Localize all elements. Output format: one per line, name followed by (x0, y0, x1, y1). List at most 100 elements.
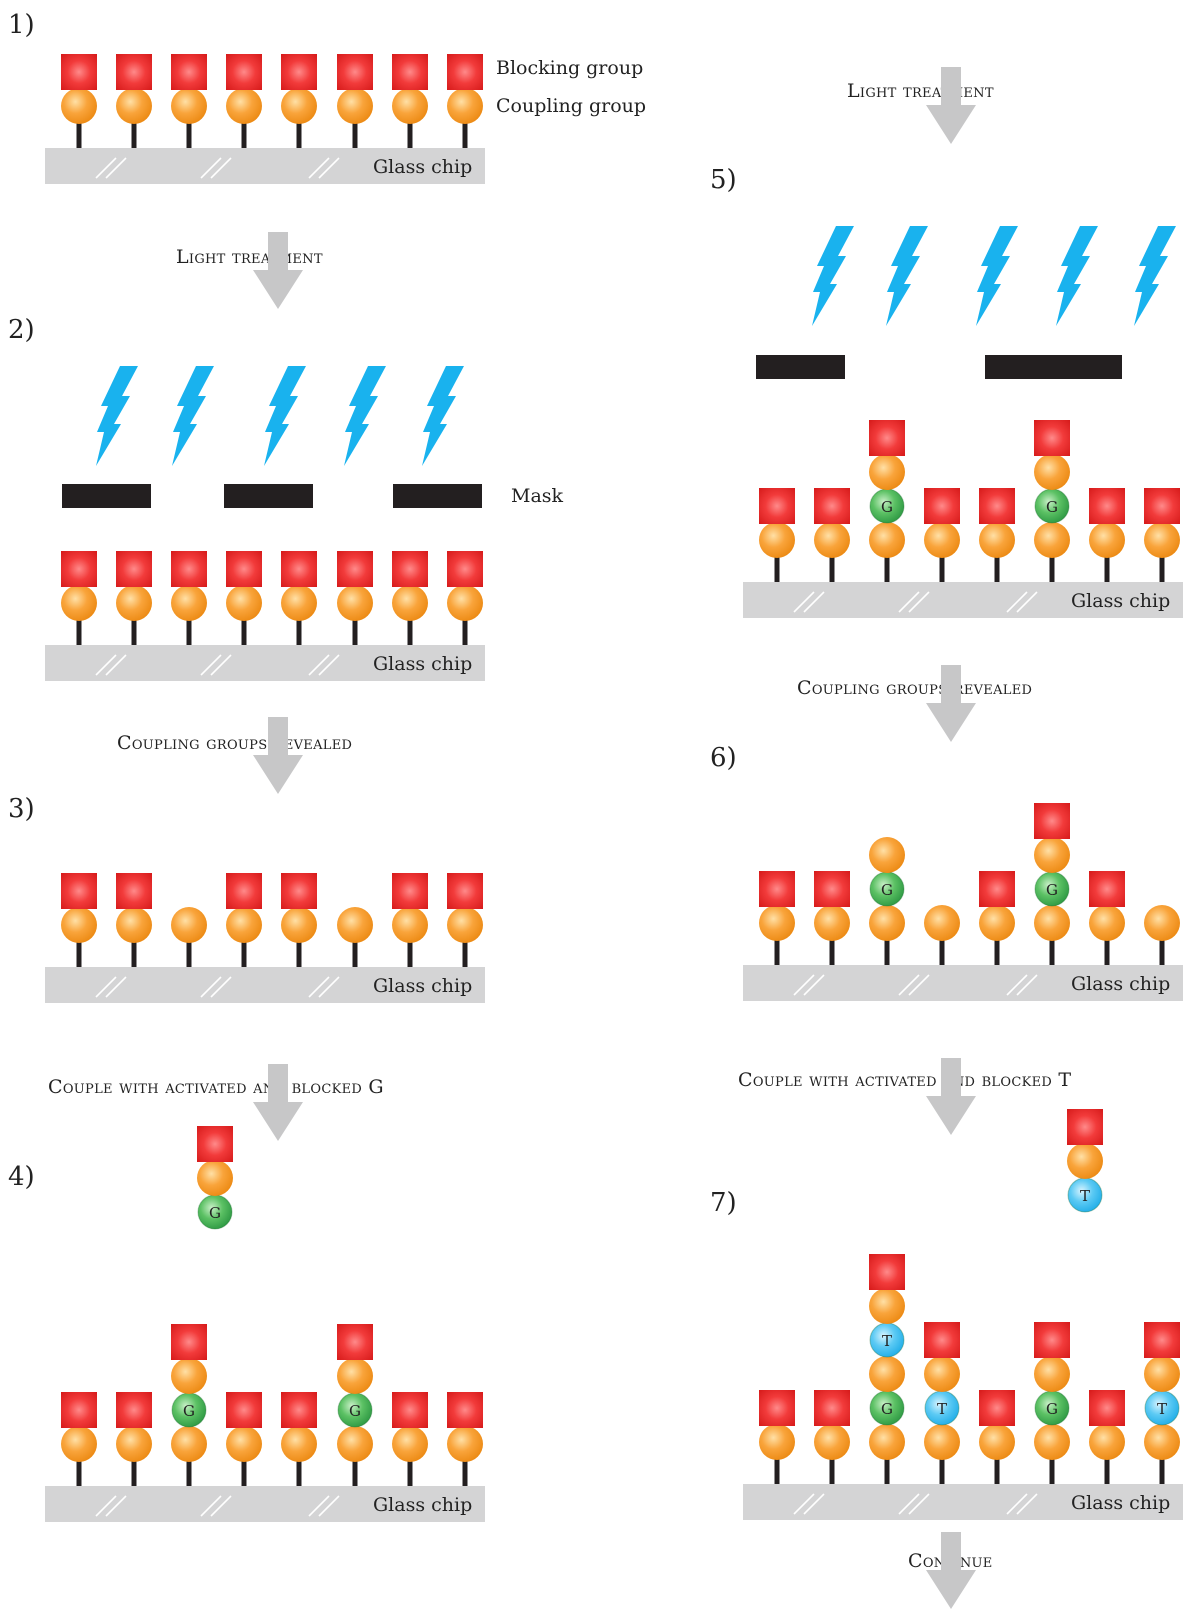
blocking-group (392, 1392, 428, 1428)
probe-strand (447, 54, 483, 150)
glass-reflection-icon (898, 974, 930, 996)
linker-stem (186, 116, 192, 150)
glass-chip-label: Glass chip (373, 975, 472, 997)
blocking-group (281, 54, 317, 90)
linker-stem (407, 116, 413, 150)
linker-stem (296, 1454, 302, 1488)
photomask (62, 484, 151, 508)
nucleotide-g-label: G (183, 1402, 195, 1420)
glass-reflection-icon (1006, 974, 1038, 996)
glass-reflection-icon (95, 976, 127, 998)
coupling-group (281, 1426, 317, 1462)
nucleotide-g-label: G (881, 1400, 893, 1418)
nucleotide-g-label: G (1046, 498, 1058, 516)
probe-strand (814, 871, 850, 967)
probe-strand (759, 871, 795, 967)
coupling-group (392, 88, 428, 124)
linker-stem (1159, 933, 1165, 967)
linker-stem (352, 935, 358, 969)
glass-chip: Glass chip (45, 645, 485, 681)
nucleotide-t-label: T (1157, 1400, 1167, 1418)
blocking-group (924, 488, 960, 524)
linker-stem (131, 935, 137, 969)
coupling-group (924, 522, 960, 558)
coupling-group (1144, 522, 1180, 558)
coupling-group (337, 88, 373, 124)
linker-stem (296, 613, 302, 647)
coupling-group (116, 1426, 152, 1462)
probe-strand (1144, 488, 1180, 584)
glass-chip-label: Glass chip (1071, 1492, 1170, 1514)
glass-reflection-icon (793, 974, 825, 996)
linker-stem (186, 1454, 192, 1488)
coupling-group (869, 905, 905, 941)
coupling-group (61, 88, 97, 124)
blocking-group (979, 871, 1015, 907)
probe-strand (226, 873, 262, 969)
linker-stem (1104, 550, 1110, 584)
coupling-group (979, 522, 1015, 558)
lightning-bolt-icon (264, 366, 306, 466)
blocking-group (337, 551, 373, 587)
blocking-group (1034, 420, 1070, 456)
probe-strand (392, 873, 428, 969)
coupling-group (869, 1356, 905, 1392)
panel-number-3: 3) (8, 794, 35, 824)
glass-reflection-icon (898, 1493, 930, 1515)
panel-number-6: 6) (710, 743, 737, 773)
blocking-group (61, 551, 97, 587)
coupling-group (1144, 1356, 1180, 1392)
linker-stem (186, 613, 192, 647)
probe-strand: G (337, 1324, 373, 1488)
down-arrow-icon (253, 717, 303, 794)
linker-stem (241, 1454, 247, 1488)
coupling-group (116, 88, 152, 124)
blocking-group (116, 1392, 152, 1428)
probe-strand (1144, 905, 1180, 967)
linker-stem (1049, 1452, 1055, 1486)
blocking-group (61, 873, 97, 909)
linker-stem (131, 1454, 137, 1488)
linker-stem (352, 613, 358, 647)
blocking-group (337, 1324, 373, 1360)
linker-stem (352, 116, 358, 150)
coupling-group (337, 907, 373, 943)
down-arrow-icon (926, 1058, 976, 1135)
glass-chip: Glass chip (45, 967, 485, 1003)
coupling-group (759, 905, 795, 941)
down-arrow-icon (253, 1064, 303, 1141)
coupling-group (1144, 905, 1180, 941)
step-title-light-treatment-2: Light treatment (847, 80, 994, 102)
probe-strand: G (869, 837, 905, 967)
blocking-group (1089, 1390, 1125, 1426)
glass-reflection-icon (95, 157, 127, 179)
coupling-group (1067, 1143, 1103, 1179)
nucleotide-g-label: G (1046, 881, 1058, 899)
blocking-group (392, 551, 428, 587)
photomask (393, 484, 482, 508)
linker-stem (131, 116, 137, 150)
probe-strand (116, 1392, 152, 1488)
linker-stem (774, 550, 780, 584)
probe-strand (447, 1392, 483, 1488)
glass-chip-label: Glass chip (373, 653, 472, 675)
probe-strand: G (171, 1324, 207, 1488)
linker-stem (131, 613, 137, 647)
coupling-group-label: Coupling group (496, 95, 646, 117)
down-arrow-icon (926, 67, 976, 144)
blocking-group (447, 54, 483, 90)
nucleotide-g-label: G (209, 1204, 221, 1222)
glass-reflection-icon (1006, 1493, 1038, 1515)
lightning-bolt-icon (96, 366, 138, 466)
glass-reflection-icon (200, 654, 232, 676)
lightning-bolt-icon (344, 366, 386, 466)
down-arrow-icon (253, 232, 303, 309)
coupling-group (1089, 905, 1125, 941)
linker-stem (407, 1454, 413, 1488)
coupling-group (447, 907, 483, 943)
linker-stem (1049, 933, 1055, 967)
